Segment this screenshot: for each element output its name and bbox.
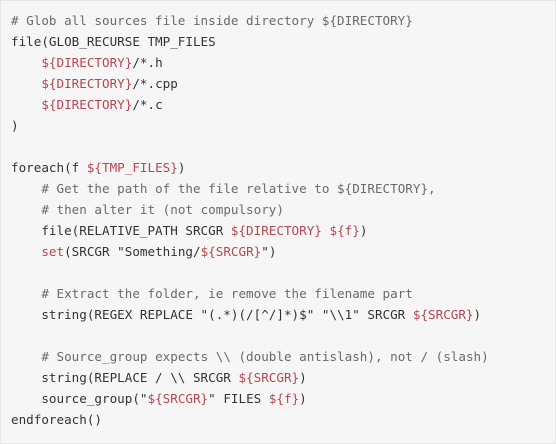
code-text: /*.h <box>132 55 163 70</box>
code-text <box>11 76 41 91</box>
code-variable: ${DIRECTORY} <box>230 223 322 238</box>
code-variable: ${DIRECTORY} <box>41 97 133 112</box>
code-line: string(REPLACE / \\ SRCGR ${SRCGR}) <box>11 367 545 388</box>
code-text: endforeach() <box>11 412 102 427</box>
code-line <box>11 136 545 157</box>
code-comment: # Extract the folder, ie remove the file… <box>41 286 413 301</box>
code-line: # then alter it (not compulsory) <box>11 199 545 220</box>
code-variable: ${SRCGR} <box>238 370 300 385</box>
code-text: foreach(f <box>11 160 87 175</box>
code-text: file(GLOB_RECURSE TMP_FILES <box>11 34 216 49</box>
code-variable: ${SRCGR} <box>200 244 262 259</box>
code-line <box>11 325 545 346</box>
code-line: endforeach() <box>11 409 545 430</box>
code-text: string(REGEX REPLACE "(.*)(/[^/]*)$" "\\… <box>11 307 413 322</box>
code-line: foreach(f ${TMP_FILES}) <box>11 157 545 178</box>
code-comment: # Source_group expects \\ (double antisl… <box>41 349 489 364</box>
code-line: set(SRCGR "Something/${SRCGR}") <box>11 241 545 262</box>
code-text: source_group(" <box>11 391 148 406</box>
code-line: file(GLOB_RECURSE TMP_FILES <box>11 31 545 52</box>
code-line: ${DIRECTORY}/*.cpp <box>11 73 545 94</box>
code-comment: # Glob all sources file inside directory… <box>11 13 413 28</box>
code-line: # Source_group expects \\ (double antisl… <box>11 346 545 367</box>
code-text <box>11 286 41 301</box>
code-variable: ${f} <box>329 223 360 238</box>
code-text: ) <box>11 118 19 133</box>
code-variable: ${TMP_FILES} <box>86 160 178 175</box>
code-comment: # then alter it (not compulsory) <box>41 202 284 217</box>
code-text <box>11 202 41 217</box>
code-text <box>11 97 41 112</box>
code-comment: # Get the path of the file relative to $… <box>41 181 436 196</box>
code-text <box>11 55 41 70</box>
code-line: ${DIRECTORY}/*.h <box>11 52 545 73</box>
code-variable: ${DIRECTORY} <box>41 55 133 70</box>
code-text: " FILES <box>208 391 269 406</box>
code-line: # Glob all sources file inside directory… <box>11 10 545 31</box>
code-line: # Extract the folder, ie remove the file… <box>11 283 545 304</box>
code-variable: ${DIRECTORY} <box>41 76 133 91</box>
code-text: ") <box>261 244 277 259</box>
code-text: /*.c <box>132 97 163 112</box>
code-line: ${DIRECTORY}/*.c <box>11 94 545 115</box>
code-text: file(RELATIVE_PATH SRCGR <box>11 223 231 238</box>
code-text: string(REPLACE / \\ SRCGR <box>11 370 239 385</box>
code-text <box>11 244 41 259</box>
code-line: ) <box>11 115 545 136</box>
code-line: string(REGEX REPLACE "(.*)(/[^/]*)$" "\\… <box>11 304 545 325</box>
code-text: /*.cpp <box>132 76 178 91</box>
code-text <box>11 349 41 364</box>
code-text: ) <box>177 160 186 175</box>
code-variable: ${SRCGR} <box>147 391 209 406</box>
code-variable: set <box>41 244 65 259</box>
code-text: ) <box>359 223 368 238</box>
code-text: ) <box>473 307 482 322</box>
code-line: # Get the path of the file relative to $… <box>11 178 545 199</box>
code-text <box>11 181 41 196</box>
code-line: file(RELATIVE_PATH SRCGR ${DIRECTORY} ${… <box>11 220 545 241</box>
code-variable: ${f} <box>268 391 300 406</box>
code-variable: ${SRCGR} <box>412 307 474 322</box>
code-line: source_group("${SRCGR}" FILES ${f}) <box>11 388 545 409</box>
code-text: ) <box>299 391 307 406</box>
code-text: ) <box>299 370 307 385</box>
code-line <box>11 262 545 283</box>
cmake-code: # Glob all sources file inside directory… <box>11 10 545 430</box>
code-text: (SRCGR "Something/ <box>64 244 201 259</box>
